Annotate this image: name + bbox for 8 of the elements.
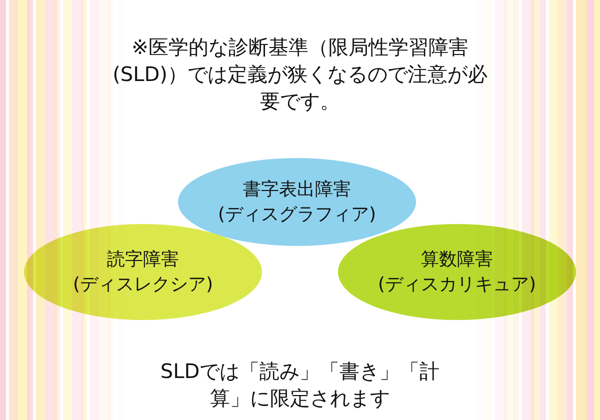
note-text: ※医学的な診断基準（限局性学習障害(SLD)）では定義が狭くなるので注意が必要です。 <box>112 34 488 115</box>
category-reading: (ディスグラフィア) <box>218 203 376 227</box>
category-name: 算数障害 <box>421 248 493 272</box>
summary-text: SLDでは「読み」「書き」「計算」に限定されます <box>159 358 441 412</box>
category-name: 読字障害 <box>107 248 179 272</box>
category-reading: (ディスレクシア) <box>72 273 214 297</box>
category-reading: (ディスカリキュア) <box>378 273 536 297</box>
category-name: 書字表出障害 <box>243 178 351 202</box>
